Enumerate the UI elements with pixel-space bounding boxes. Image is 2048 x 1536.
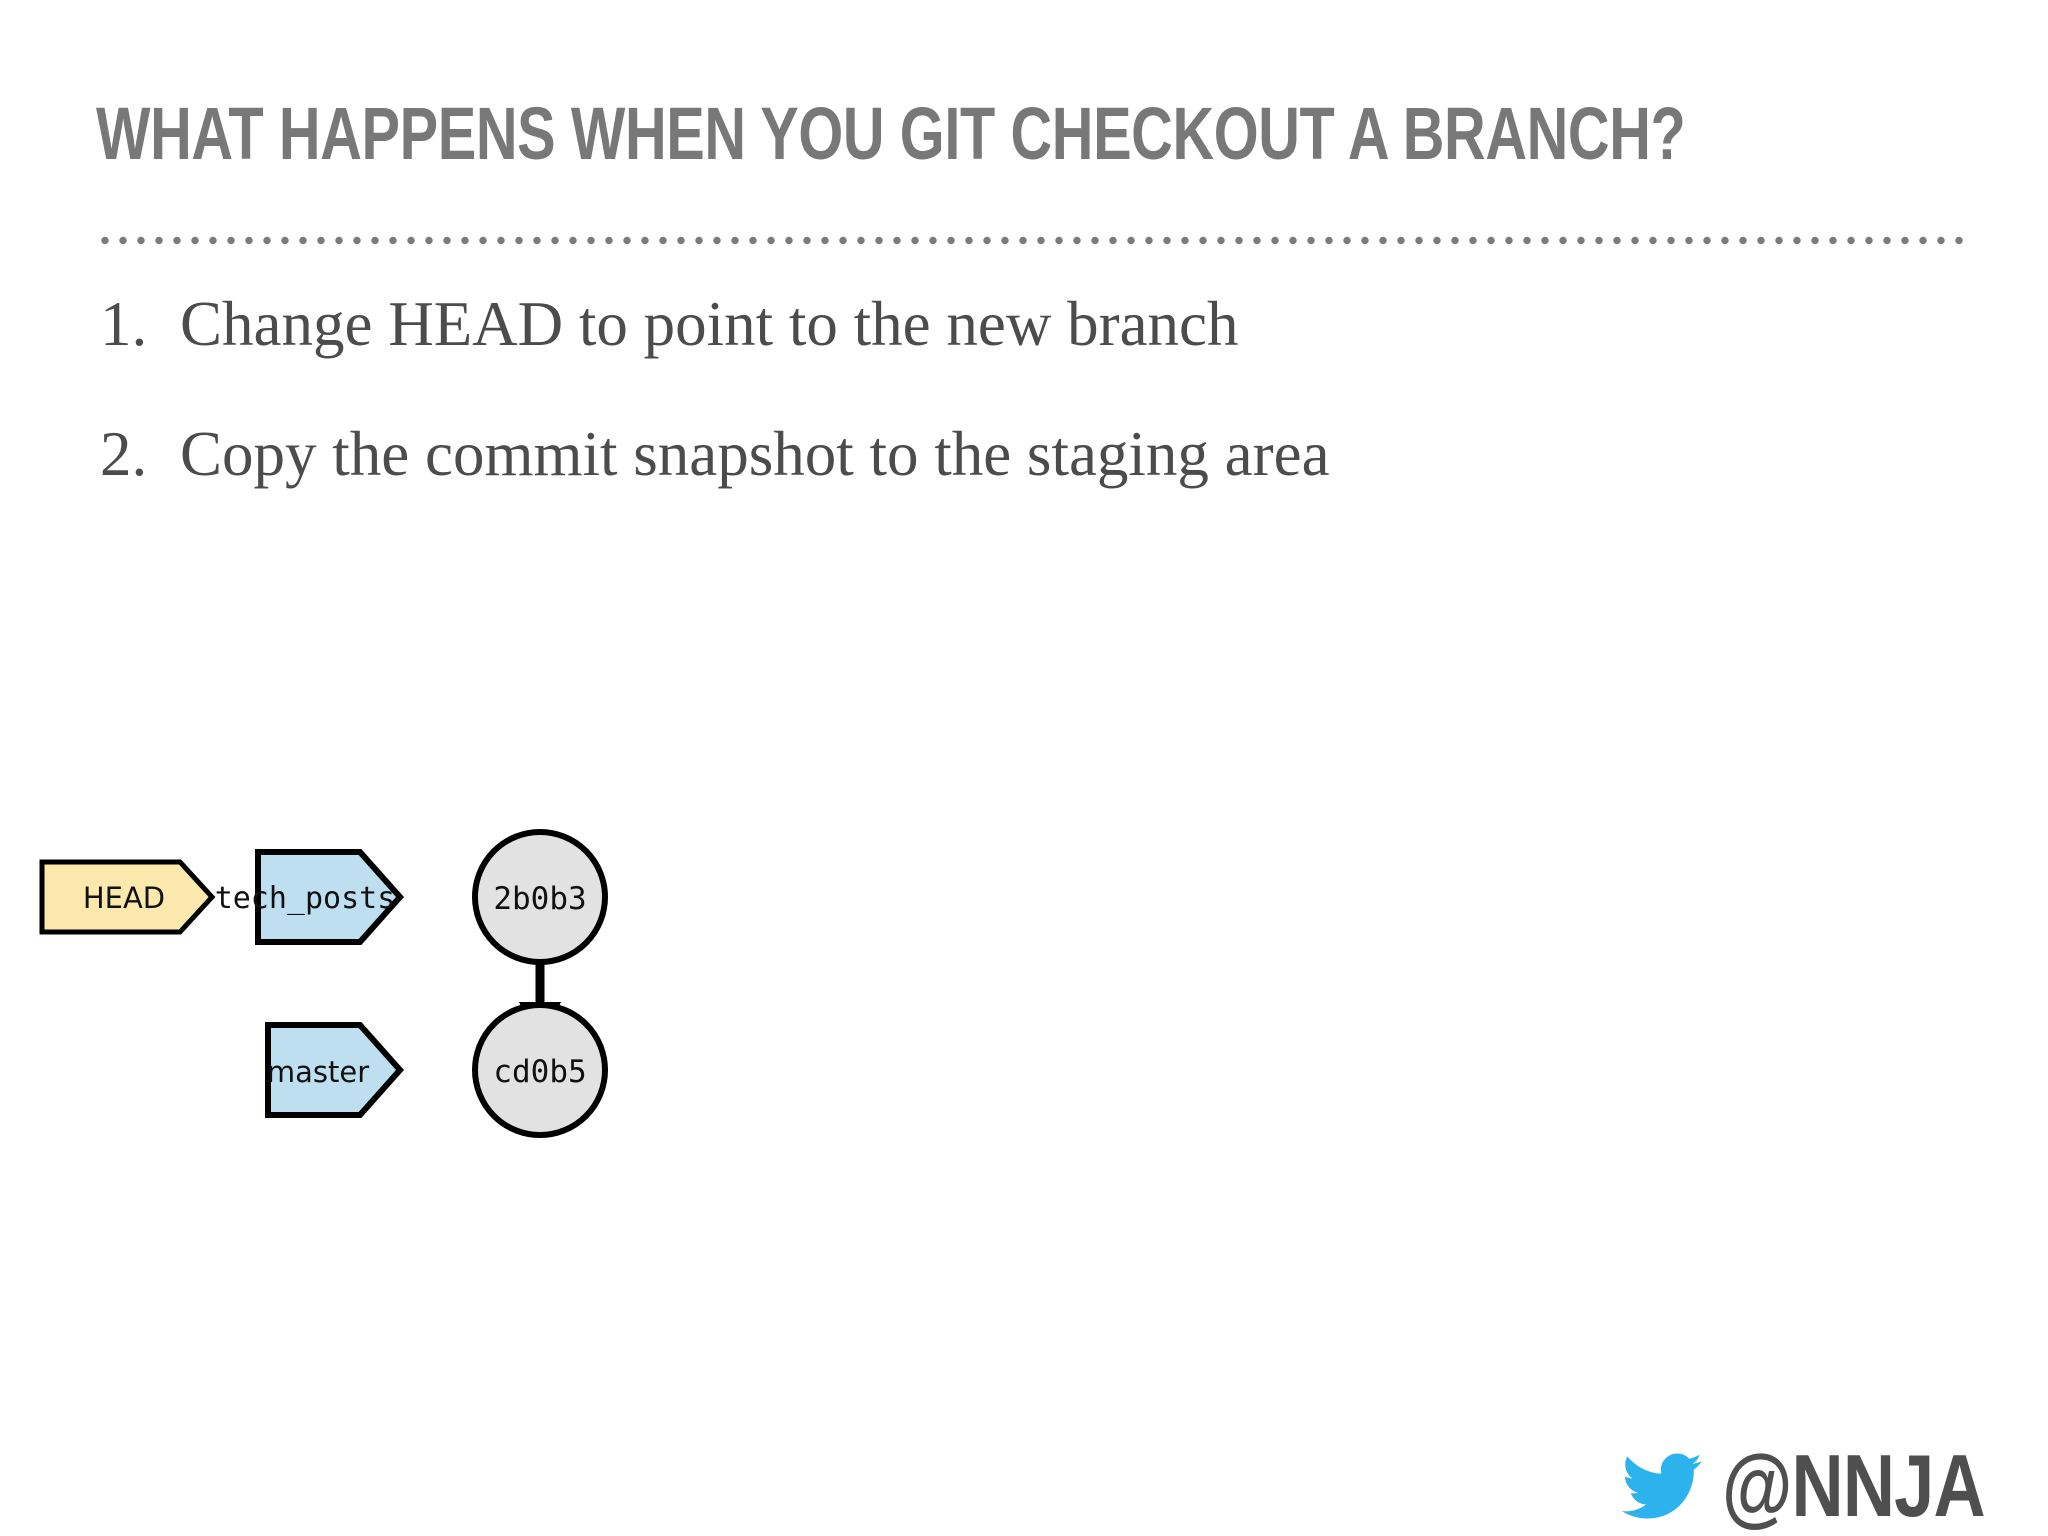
- list-item-number: 2.: [100, 419, 148, 489]
- commit-node-label: 2b0b3: [493, 881, 586, 917]
- commit-node-shape: [472, 829, 608, 965]
- body-list: 1. Change HEAD to point to the new branc…: [100, 288, 1800, 548]
- list-item-text: Copy the commit snapshot to the staging …: [180, 419, 1330, 489]
- page-title: WHAT HAPPENS WHEN YOU GIT CHECKOUT A BRA…: [96, 92, 1686, 175]
- twitter-handle-text: @NNJA: [1721, 1436, 1986, 1535]
- branch-pointer-label: master: [267, 1055, 369, 1089]
- commit-node-label: cd0b5: [493, 1054, 586, 1090]
- twitter-bird-icon: [1621, 1453, 1702, 1519]
- git-branch-diagram: HEAD tech_posts 2b0b3 master: [0, 820, 760, 1280]
- commit-node-cd0b5: cd0b5: [472, 1002, 608, 1138]
- list-item: 2. Copy the commit snapshot to the stagi…: [100, 418, 1800, 490]
- branch-pointer-tag-tech-posts: tech_posts: [215, 849, 405, 945]
- branch-pointer-label: tech_posts: [215, 881, 396, 916]
- list-item-text: Change HEAD to point to the new branch: [180, 289, 1239, 359]
- branch-pointer-shape: [265, 1022, 405, 1118]
- commit-node-shape: [472, 1002, 608, 1138]
- footer-handle[interactable]: @NNJA: [1614, 1442, 2042, 1530]
- commit-node-2b0b3: 2b0b3: [472, 829, 608, 965]
- branch-pointer-shape: [255, 849, 405, 945]
- head-pointer-label: HEAD: [83, 881, 165, 915]
- branch-pointer-tag-master: master: [265, 1022, 405, 1118]
- title-divider: [96, 236, 1972, 245]
- list-item: 1. Change HEAD to point to the new branc…: [100, 288, 1800, 360]
- list-item-number: 1.: [100, 289, 148, 359]
- head-pointer-tag: HEAD: [39, 859, 216, 935]
- head-pointer-shape: [39, 859, 216, 935]
